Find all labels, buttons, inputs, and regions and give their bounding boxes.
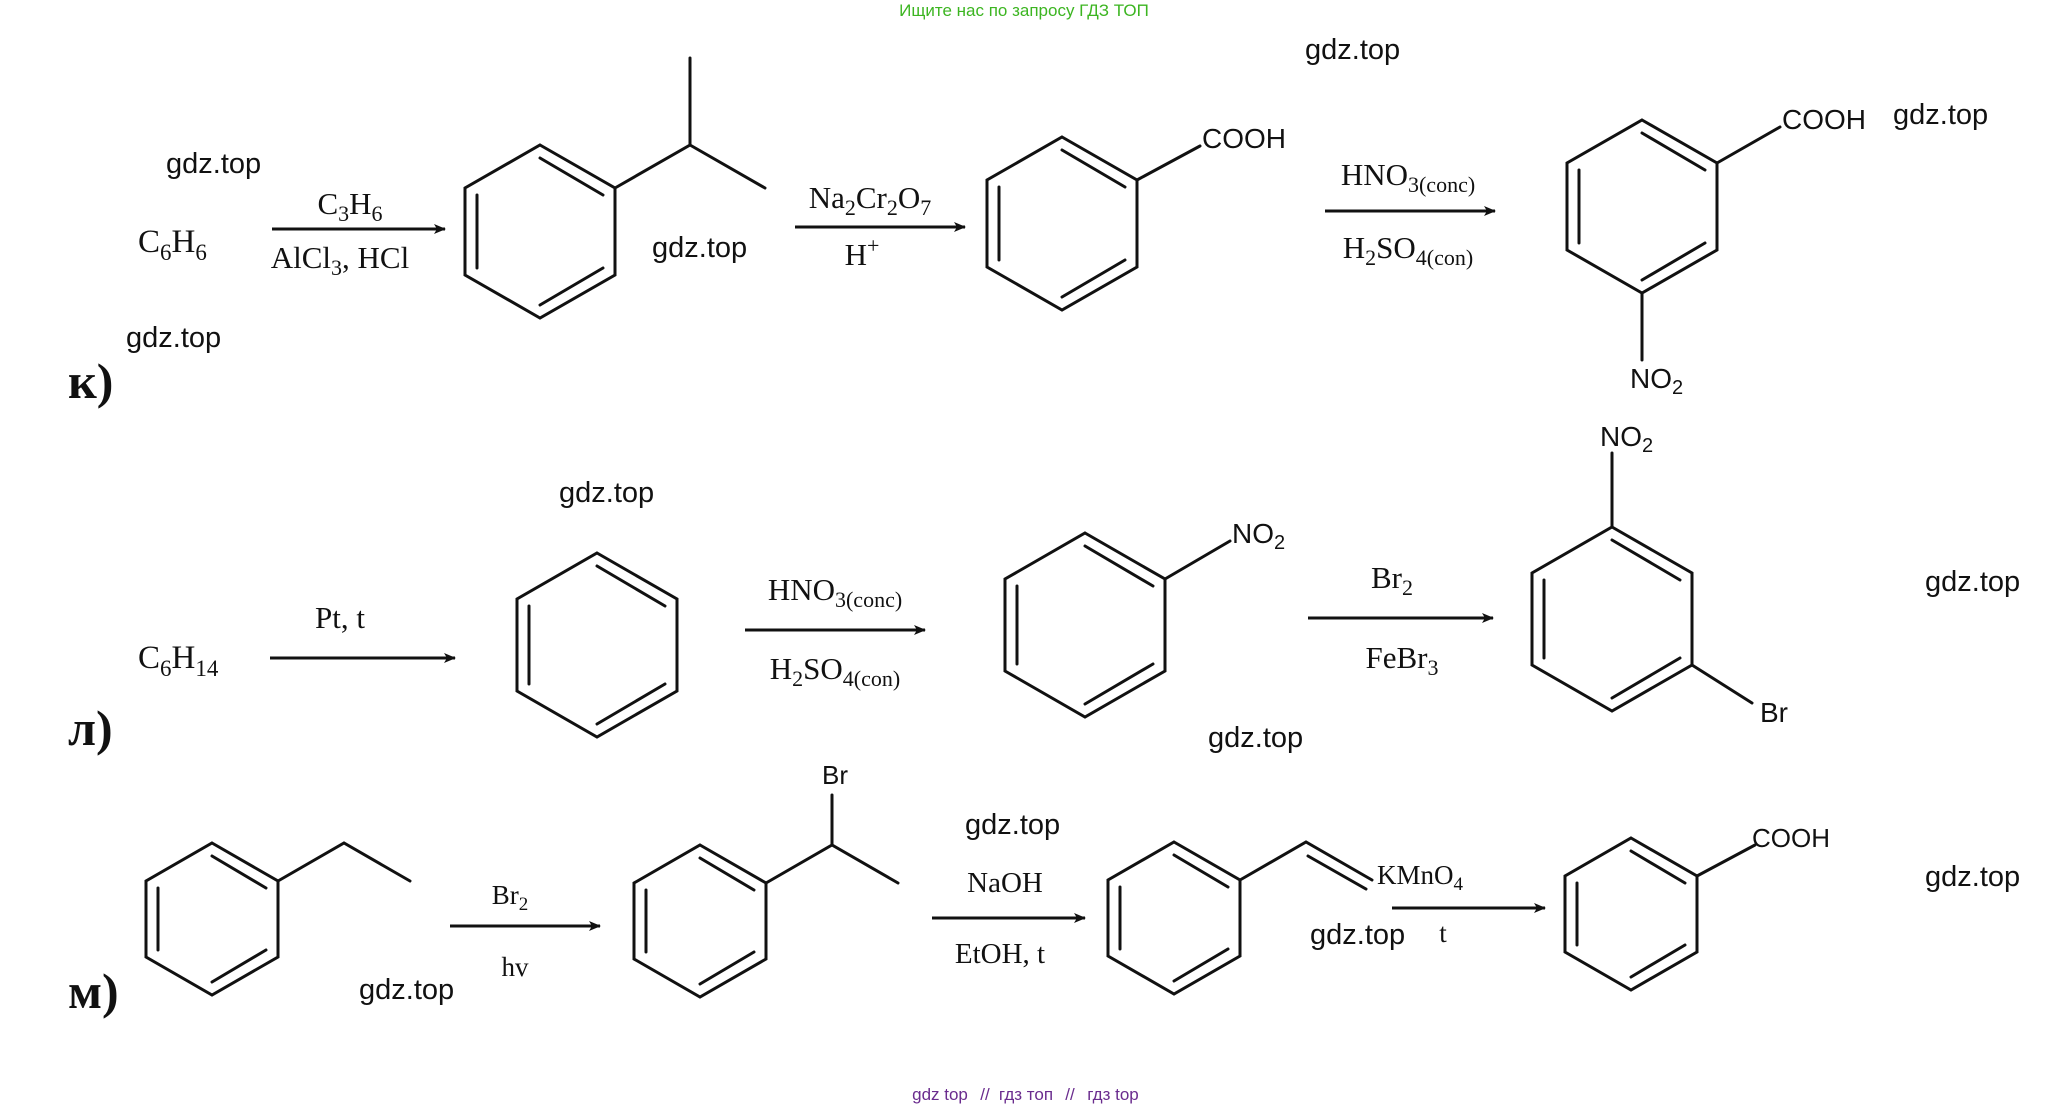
reactant-formula: C6H14 [138, 640, 219, 681]
watermark: gdz.top [1305, 34, 1400, 66]
cumene-structure [463, 56, 767, 320]
nitrobenzene-structure [1003, 531, 1232, 719]
reaction-label: к) [68, 353, 113, 409]
watermark: gdz.top [559, 477, 654, 509]
watermark: gdz.top [1925, 861, 2020, 893]
reagent-top: Br2 [492, 880, 529, 915]
reagent-bottom: FeBr3 [1366, 640, 1439, 680]
reagent-top: HNO3(conc) [1341, 157, 1475, 197]
footer-link-1[interactable]: gdz top [912, 1085, 968, 1104]
benzoic-acid-structure [1563, 836, 1757, 992]
benzene-structure [515, 551, 679, 739]
bromonitrobenzene-structure [1530, 451, 1754, 713]
benzoic-acid-structure [985, 135, 1202, 312]
reagent-top: Br2 [1371, 560, 1413, 600]
reagent-top: NaOH [967, 867, 1043, 899]
reaction-k: к) C6H6 C3H6 AlCl3, HCl Na2Cr2O7 H+ [68, 56, 1866, 409]
nitro-group: NO2 [1630, 363, 1683, 399]
footer-link-3[interactable]: гдз top [1087, 1085, 1139, 1104]
footer-links: gdz top // гдз топ // гдз top [912, 1085, 1139, 1104]
bromoethylbenzene-structure [632, 793, 900, 999]
reagent-top: HNO3(conc) [768, 572, 902, 612]
watermark: gdz.top [652, 232, 747, 264]
reagent-top: KMnO4 [1377, 860, 1464, 895]
watermark: gdz.top [965, 809, 1060, 841]
reagent-bottom: AlCl3, HCl [271, 240, 409, 280]
header-search-hint[interactable]: Ищите нас по запросу ГДЗ ТОП [899, 1, 1149, 20]
carboxyl-group: COOH [1752, 823, 1830, 853]
ethylbenzene-structure [144, 841, 412, 997]
reagent-bottom: H+ [845, 233, 880, 272]
reagent-bottom: H2SO4(con) [1343, 230, 1473, 270]
footer-separator-2: // [1065, 1085, 1075, 1104]
reagent-bottom: EtOH, t [955, 938, 1045, 970]
reagent-bottom: t [1439, 918, 1447, 948]
reaction-label: л) [68, 700, 113, 756]
nitrobenzoic-acid-structure [1565, 118, 1782, 362]
reaction-l: л) C6H14 Pt, t HNO3(conc) H2SO4(con) NO2 [68, 421, 1788, 756]
watermark: gdz.top [1893, 99, 1988, 131]
bromo-group: Br [1760, 697, 1788, 728]
watermark: gdz.top [1925, 566, 2020, 598]
reaction-m: м) Br2 hv Br NaOH EtOH, t KMnO4 [68, 760, 1830, 1019]
reactant-formula: C6H6 [138, 224, 207, 265]
footer-separator-1: // [980, 1085, 990, 1104]
watermark: gdz.top [359, 974, 454, 1006]
watermark: gdz.top [126, 322, 221, 354]
reagent-top: C3H6 [317, 186, 382, 226]
carboxyl-group: COOH [1782, 104, 1866, 135]
bromo-group: Br [822, 760, 848, 790]
nitro-group: NO2 [1232, 518, 1285, 554]
watermark: gdz.top [1208, 722, 1303, 754]
carboxyl-group: COOH [1202, 123, 1286, 154]
reagent-bottom: H2SO4(con) [770, 651, 900, 691]
watermark: gdz.top [166, 148, 261, 180]
nitro-group: NO2 [1600, 421, 1653, 457]
reagent-bottom: hv [502, 952, 530, 982]
reagent-top: Na2Cr2O7 [809, 180, 932, 220]
reagent-top: Pt, t [315, 600, 365, 635]
reaction-label: м) [68, 963, 119, 1019]
watermark: gdz.top [1310, 919, 1405, 951]
styrene-structure [1106, 840, 1374, 996]
footer-link-2[interactable]: гдз топ [999, 1085, 1053, 1104]
watermarks: gdz.top gdz.top gdz.top gdz.top gdz.top … [126, 34, 2020, 1006]
